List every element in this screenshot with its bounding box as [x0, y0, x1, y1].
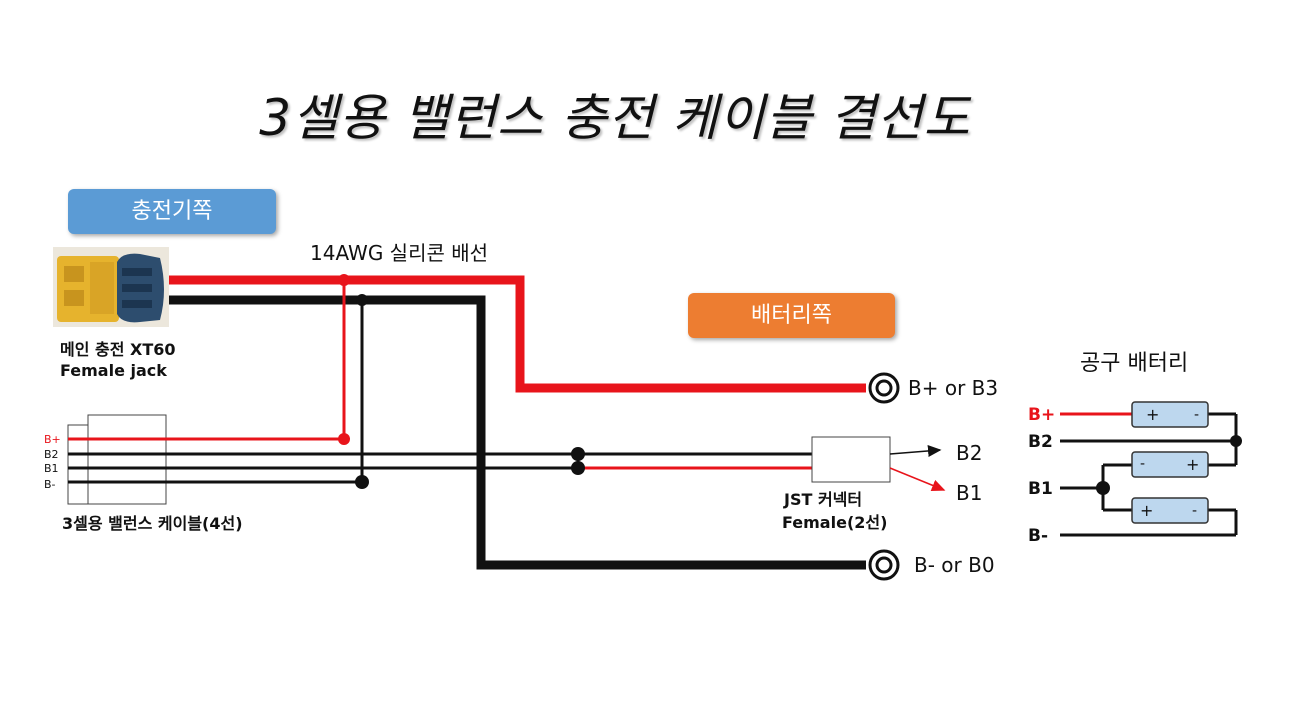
balance-pin-bplus: B+	[44, 433, 61, 446]
balance-pin-b1: B1	[44, 462, 59, 475]
tool-pin-b2: B2	[1028, 432, 1053, 452]
jst-out-b2-label: B2	[956, 441, 982, 465]
tool-pin-bminus: B-	[1028, 526, 1048, 546]
terminal-positive-label: B+ or B3	[908, 376, 998, 400]
jst-connector	[811, 436, 891, 483]
junction-dot	[1096, 481, 1110, 495]
diagram-title: 3셀용 밸런스 충전 케이블 결선도	[259, 89, 971, 147]
junction-dot	[571, 461, 585, 475]
terminal-negative-label: B- or B0	[914, 553, 995, 577]
charger-side-badge: 충전기쪽	[68, 189, 276, 234]
wire-spec-label: 14AWG 실리콘 배선	[310, 241, 488, 265]
junction-dot	[356, 294, 368, 306]
jst-label-line2: Female(2선)	[782, 513, 887, 532]
xt60-label-line1: 메인 충전 XT60	[60, 340, 176, 359]
balance-pin-bminus: B-	[44, 478, 56, 491]
tool-battery-title: 공구 배터리	[1080, 351, 1188, 376]
ring-terminal-icon	[868, 549, 900, 581]
battery-side-badge: 배터리쪽	[688, 293, 895, 338]
ring-terminal-icon	[868, 372, 900, 404]
main-negative-wire	[169, 295, 866, 570]
jst-arrow-b1	[889, 467, 946, 492]
jst-out-b1-label: B1	[956, 481, 982, 505]
cell-plus-mark: +	[1186, 455, 1199, 474]
balance-cable-label: 3셀용 밸런스 케이블(4선)	[62, 514, 243, 533]
junction-dot	[338, 433, 350, 445]
battery-cell-icon	[1131, 401, 1209, 524]
jst-label-line1: JST 커넥터	[783, 490, 862, 509]
cell-minus-mark: -	[1140, 456, 1145, 472]
tool-battery-schematic	[1060, 412, 1238, 537]
tool-pin-b1: B1	[1028, 479, 1053, 499]
cell-plus-mark: +	[1146, 405, 1159, 424]
balance-connector	[67, 414, 167, 505]
jst-arrow-b2	[889, 444, 942, 457]
xt60-connector-icon	[53, 247, 169, 327]
cell-plus-mark: +	[1140, 501, 1153, 520]
junction-dot	[355, 475, 369, 489]
balance-pin-b2: B2	[44, 448, 59, 461]
cell-minus-mark: -	[1192, 503, 1197, 519]
cell-minus-mark: -	[1194, 407, 1199, 423]
junction-dot	[571, 447, 585, 461]
junction-dot	[1230, 435, 1242, 447]
tool-pin-bplus: B+	[1028, 405, 1055, 425]
xt60-label-line2: Female jack	[60, 361, 167, 380]
junction-dot	[338, 274, 350, 286]
